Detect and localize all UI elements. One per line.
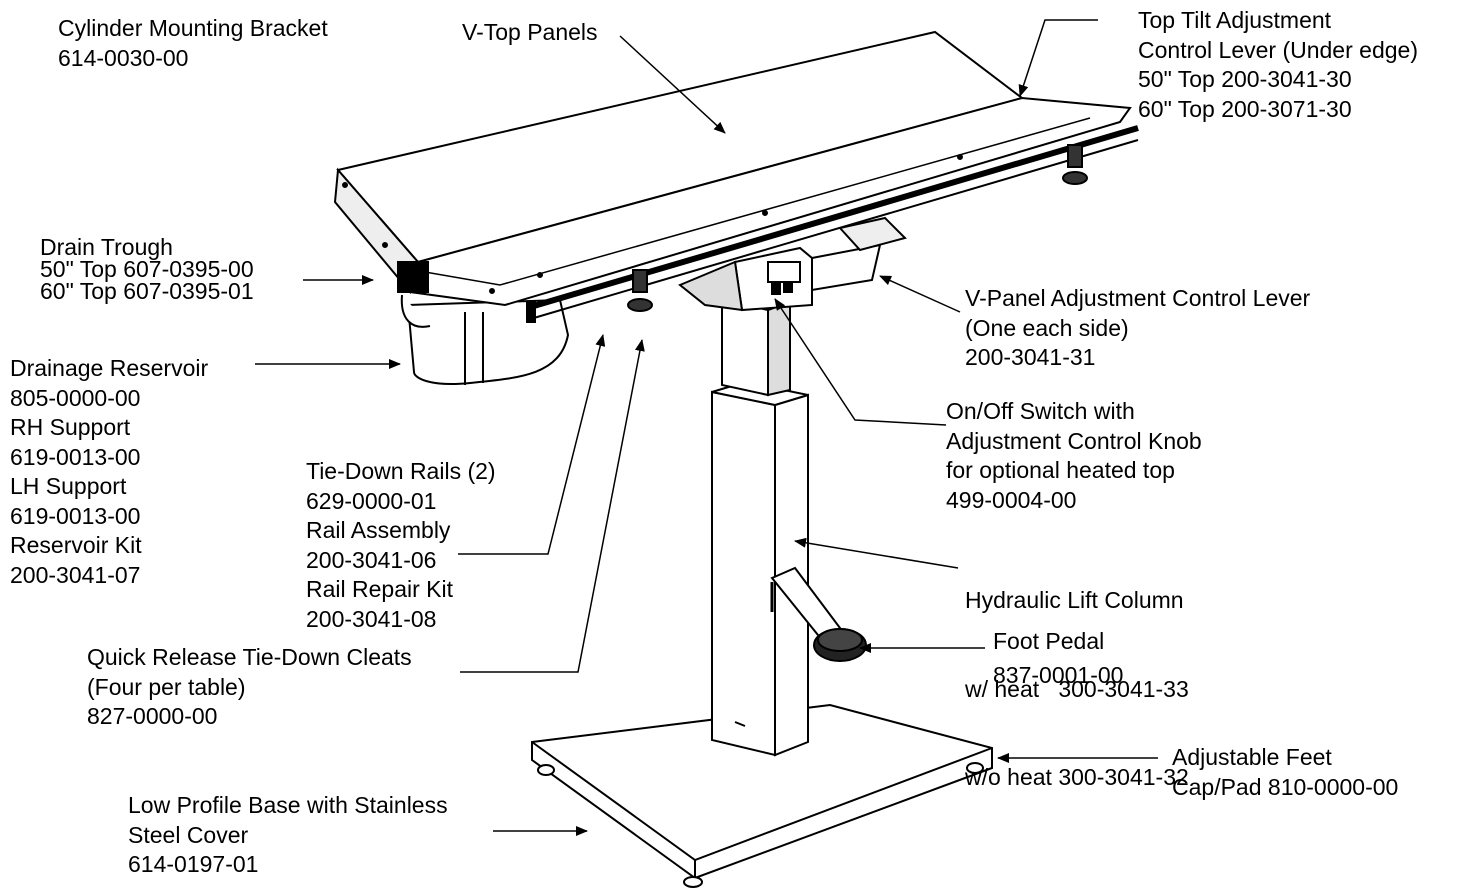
callout-line: Hydraulic Lift Column bbox=[965, 587, 1184, 613]
drainage-reservoir bbox=[400, 294, 570, 385]
callout-line: 619-0013-00 bbox=[10, 502, 141, 529]
callout-line: 200-3041-06 bbox=[306, 546, 437, 573]
callout-line: Drain Trough bbox=[40, 234, 173, 260]
callout-line: 827-0000-00 bbox=[87, 703, 218, 729]
callout-line: 200-3041-08 bbox=[306, 605, 437, 632]
callout-line: Foot Pedal bbox=[993, 628, 1105, 654]
tie-down-cleats bbox=[627, 144, 1088, 312]
callout-line: 200-3041-07 bbox=[10, 561, 141, 588]
foot-pedal-callout: Foot Pedal 837-0001-00 bbox=[993, 624, 1123, 692]
v-panel-lever-callout: V-Panel Adjustment Control Lever (One ea… bbox=[965, 284, 1310, 373]
callout-line: Top Tilt Adjustment bbox=[1138, 7, 1332, 33]
leader-lines bbox=[255, 19, 1158, 836]
foot-pedal bbox=[770, 566, 867, 662]
callout-line: 60" Top 607-0395-01 bbox=[40, 278, 254, 304]
callout-line: 200-3041-31 bbox=[965, 344, 1096, 370]
callout-line: On/Off Switch with bbox=[946, 398, 1135, 424]
on-off-switch-box bbox=[678, 216, 907, 312]
callout-line: 837-0001-00 bbox=[993, 662, 1124, 688]
callout-line: (One each side) bbox=[965, 314, 1129, 341]
hydraulic-lift-column bbox=[711, 298, 809, 757]
v-top-panels bbox=[333, 30, 1139, 323]
callout-line: (Four per table) bbox=[87, 673, 246, 700]
callout-line: Drainage Reservoir bbox=[10, 355, 209, 381]
tie-down-rails-callout: Tie-Down Rails (2) 629-0000-01 Rail Asse… bbox=[306, 457, 496, 634]
callout-line: Tie-Down Rails (2) bbox=[306, 458, 496, 484]
callout-line: Cap/Pad 810-0000-00 bbox=[1172, 773, 1399, 800]
low-profile-base bbox=[531, 703, 993, 888]
low-profile-base-callout: Low Profile Base with Stainless Steel Co… bbox=[128, 791, 448, 880]
callout-line: Low Profile Base with Stainless bbox=[128, 792, 448, 818]
callout-line: RH Support bbox=[10, 414, 131, 440]
callout-line: 805-0000-00 bbox=[10, 384, 141, 411]
cylinder-mounting-bracket-callout: Cylinder Mounting Bracket 614-0030-00 bbox=[58, 14, 328, 73]
callout-line: 619-0013-00 bbox=[10, 443, 141, 470]
callout-line: Adjustable Feet bbox=[1172, 744, 1332, 770]
adjustable-feet-callout: Adjustable Feet Cap/Pad 810-0000-00 bbox=[1172, 743, 1398, 802]
callout-line: V-Top Panels bbox=[462, 19, 598, 45]
hydraulic-lift-column-callout: Hydraulic Lift Column w/ heat 300-3041-3… bbox=[965, 527, 1189, 852]
callout-line: 50" Top 607-0395-00 bbox=[40, 256, 254, 282]
top-tilt-callout: Top Tilt Adjustment Control Lever (Under… bbox=[1138, 6, 1418, 124]
callout-line: 614-0030-00 bbox=[58, 44, 189, 71]
callout-line: w/o heat 300-3041-32 bbox=[965, 764, 1189, 790]
callout-line: Rail Repair Kit bbox=[306, 576, 453, 602]
callout-line: Cylinder Mounting Bracket bbox=[58, 15, 328, 41]
callout-line: 60" Top 200-3071-30 bbox=[1138, 95, 1352, 122]
v-top-panels-callout: V-Top Panels bbox=[462, 18, 598, 48]
drain-trough-callout: Drain Trough 50" Top 607-0395-00 60" Top… bbox=[40, 234, 254, 304]
callout-line: 629-0000-01 bbox=[306, 487, 437, 514]
drainage-reservoir-callout: Drainage Reservoir 805-0000-00 RH Suppor… bbox=[10, 354, 208, 590]
callout-line: for optional heated top bbox=[946, 457, 1175, 483]
on-off-switch-callout: On/Off Switch with Adjustment Control Kn… bbox=[946, 397, 1202, 515]
callout-line: Control Lever (Under edge) bbox=[1138, 36, 1418, 63]
callout-line: 614-0197-01 bbox=[128, 851, 259, 877]
callout-line: LH Support bbox=[10, 473, 127, 499]
quick-release-cleats-callout: Quick Release Tie-Down Cleats (Four per … bbox=[87, 643, 412, 732]
callout-line: Reservoir Kit bbox=[10, 532, 142, 558]
callout-line: Quick Release Tie-Down Cleats bbox=[87, 644, 412, 670]
callout-line: Steel Cover bbox=[128, 821, 249, 848]
callout-line: 499-0004-00 bbox=[946, 486, 1077, 513]
callout-line: w/ heat 300-3041-33 bbox=[965, 675, 1189, 702]
callout-line: Adjustment Control Knob bbox=[946, 427, 1202, 454]
callout-line: 50" Top 200-3041-30 bbox=[1138, 66, 1352, 92]
callout-line: V-Panel Adjustment Control Lever bbox=[965, 285, 1311, 311]
callout-line: Rail Assembly bbox=[306, 517, 451, 543]
